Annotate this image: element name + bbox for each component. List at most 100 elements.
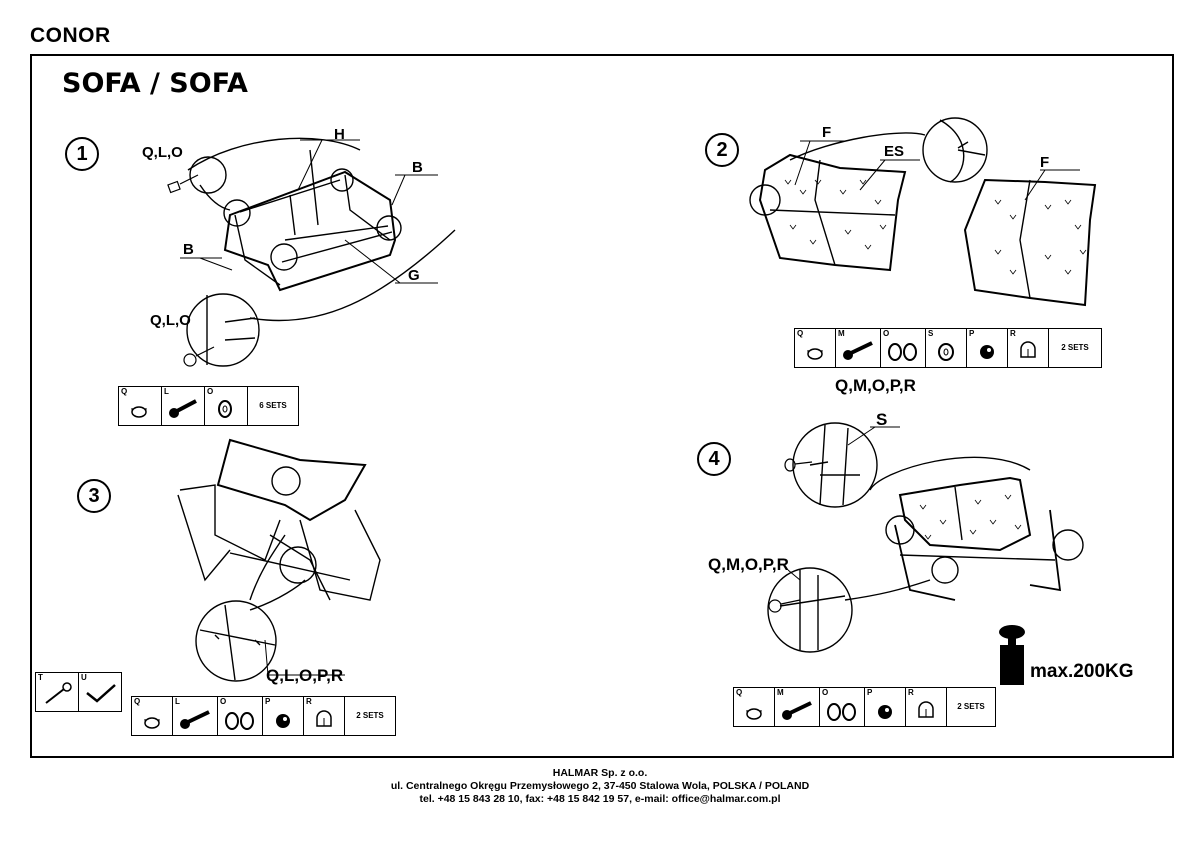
washer-pair-icon	[225, 712, 254, 730]
step-4-sofa-drawing	[767, 422, 1084, 653]
washer-pair-icon	[888, 343, 917, 361]
sets-count: 6 SETS	[259, 401, 287, 410]
washer-icon	[938, 343, 954, 361]
cap-nut-icon	[807, 348, 823, 360]
part-cell-l: L	[173, 697, 218, 735]
part-cell-r: R	[1008, 329, 1049, 367]
footer-address: ul. Centralnego Okręgu Przemysłowego 2, …	[390, 780, 810, 792]
step-2-label-f-left: F	[822, 124, 832, 141]
sets-count: 2 SETS	[957, 702, 985, 711]
part-cell-sets: 6 SETS	[248, 387, 298, 425]
part-code: M	[838, 329, 845, 338]
tool-cell-u: U	[79, 673, 121, 711]
part-cell-sets: 2 SETS	[345, 697, 395, 735]
bolt-icon	[180, 710, 210, 729]
step-1-label-h: H	[334, 126, 345, 143]
step-3-parts-table: Q L O P R 2 SETS	[131, 696, 396, 736]
part-cell-o: O	[820, 688, 865, 726]
part-cell-p: P	[865, 688, 906, 726]
cap-nut-icon	[144, 717, 160, 729]
part-code: P	[969, 329, 975, 338]
step-2-label-f-right: F	[1040, 154, 1050, 171]
part-cell-m: M	[836, 329, 881, 367]
step-2-label-es: ES	[884, 143, 905, 160]
tools-table: T U	[35, 672, 122, 712]
part-code: L	[164, 387, 169, 396]
sets-count: 2 SETS	[1061, 343, 1089, 352]
bolt-icon	[169, 399, 197, 418]
acorn-nut-icon	[316, 710, 332, 727]
step-1-label-g: G	[408, 267, 420, 284]
step-2-seat-drawing	[749, 117, 1097, 307]
nut-icon	[878, 705, 892, 719]
step-1-label-b-right: B	[412, 159, 423, 176]
step-1-frame-drawing	[167, 137, 456, 367]
nut-icon	[980, 345, 994, 359]
step-1-number: 1	[65, 137, 99, 171]
weight-icon	[999, 625, 1025, 685]
step-2-number: 2	[705, 133, 739, 167]
footer-contact: tel. +48 15 843 28 10, fax: +48 15 842 1…	[419, 793, 781, 805]
part-cell-s: S	[926, 329, 967, 367]
part-cell-o: O	[881, 329, 926, 367]
step-4-parts-table: Q M O P R 2 SETS	[733, 687, 996, 727]
part-cell-q: Q	[795, 329, 836, 367]
part-cell-m: M	[775, 688, 820, 726]
step-1-parts-table: Q L O 6 SETS	[118, 386, 299, 426]
cap-nut-icon	[746, 708, 762, 720]
tool-code: U	[81, 673, 87, 682]
cap-nut-icon	[131, 406, 147, 418]
wrench-icon	[45, 682, 72, 704]
part-cell-q: Q	[119, 387, 162, 425]
part-code: O	[822, 688, 829, 697]
part-code: P	[867, 688, 873, 697]
bolt-icon	[782, 701, 812, 720]
step-4-label-qmopr-left: Q,M,O,P,R	[708, 555, 789, 574]
footer-company: HALMAR Sp. z o.o.	[552, 767, 648, 779]
step-4-label-s: S	[876, 410, 888, 429]
part-code: L	[175, 697, 180, 706]
part-cell-o: O	[205, 387, 248, 425]
sets-count: 2 SETS	[356, 711, 384, 720]
step-1-label-b-left: B	[183, 241, 194, 258]
part-code: R	[1010, 329, 1016, 338]
part-code: S	[928, 329, 934, 338]
step-4-number: 4	[697, 442, 731, 476]
part-code: O	[207, 387, 214, 396]
nut-icon	[276, 714, 290, 728]
part-cell-p: P	[967, 329, 1008, 367]
part-code: M	[777, 688, 784, 697]
tool-cell-t: T	[36, 673, 79, 711]
part-code: O	[883, 329, 890, 338]
washer-icon	[218, 400, 232, 418]
step-3-label-qlopr: Q,L,O,P,R	[266, 666, 344, 685]
footer: HALMAR Sp. z o.o. ul. Centralnego Okręgu…	[0, 767, 1200, 806]
brand-name: CONOR	[30, 24, 111, 47]
tool-code: T	[38, 673, 43, 682]
part-code: O	[220, 697, 227, 706]
part-cell-sets: 2 SETS	[947, 688, 995, 726]
part-cell-q: Q	[734, 688, 775, 726]
allen-key-icon	[86, 684, 116, 703]
step-4-label-qmopr-top: Q,M,O,P,R	[835, 376, 916, 395]
part-code: R	[908, 688, 914, 697]
washer-pair-icon	[827, 703, 856, 721]
page-title: SOFA / SOFA	[62, 68, 248, 99]
part-code: Q	[134, 697, 141, 706]
part-cell-l: L	[162, 387, 205, 425]
step-1-label-qlo-top: Q,L,O	[142, 144, 183, 161]
part-code: Q	[121, 387, 128, 396]
part-cell-r: R	[906, 688, 947, 726]
step-3-frame-drawing	[177, 438, 381, 682]
max-load-label: max.200KG	[1030, 661, 1134, 682]
part-code: P	[265, 697, 271, 706]
part-code: Q	[797, 329, 804, 338]
part-code: Q	[736, 688, 743, 697]
bolt-icon	[843, 341, 873, 360]
part-cell-sets: 2 SETS	[1049, 329, 1101, 367]
instruction-frame	[30, 54, 1174, 758]
acorn-nut-icon	[1020, 341, 1036, 358]
part-code: R	[306, 697, 312, 706]
step-3-number: 3	[77, 479, 111, 513]
